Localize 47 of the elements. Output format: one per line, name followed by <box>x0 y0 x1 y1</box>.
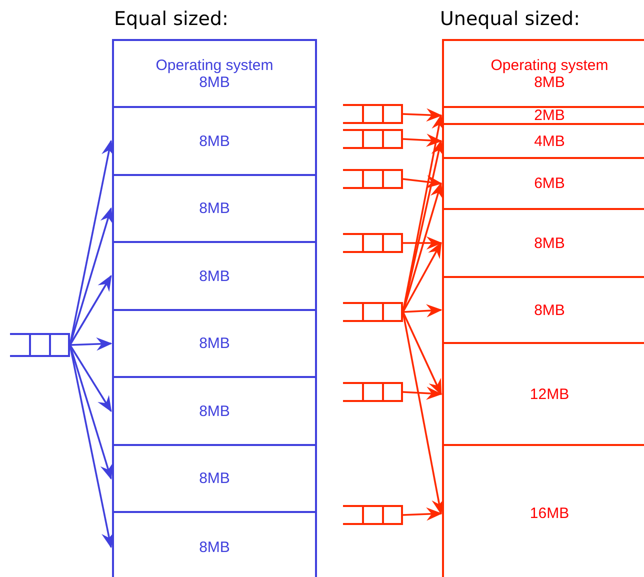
partition-label: 8MB <box>534 234 565 252</box>
arrow <box>402 507 442 521</box>
memory-partition <box>442 39 644 108</box>
arrow <box>403 236 442 250</box>
queue-icon <box>343 233 403 253</box>
partition-label: 8MB <box>199 538 230 556</box>
partition-label: 8MB <box>199 132 230 150</box>
arrow <box>402 304 442 318</box>
partition-label: 8MB <box>534 302 565 318</box>
queue-icon <box>343 505 403 525</box>
queue-icon <box>343 302 403 322</box>
partition-label: 16MB <box>530 505 570 522</box>
memory-partition <box>112 241 317 311</box>
column-heading: Equal sized: <box>114 8 228 30</box>
arrow <box>69 344 112 412</box>
partition-label: Operating system 8MB <box>154 56 274 90</box>
column-heading: Unequal sized: <box>440 8 580 30</box>
queue-icon <box>343 382 403 402</box>
arrow <box>402 312 442 396</box>
memory-partition <box>112 444 317 513</box>
partition-label: 8MB <box>199 402 230 420</box>
partition-label: 8MB <box>199 470 230 487</box>
partition-label: 2MB <box>534 107 565 124</box>
partition-label: 4MB <box>534 132 565 150</box>
partition-label: 8MB <box>199 268 230 284</box>
arrow <box>70 337 112 351</box>
arrow <box>402 242 442 312</box>
partition-label: 8MB <box>199 200 230 217</box>
queue-icon <box>10 333 70 357</box>
arrow <box>402 175 442 188</box>
memory-partition <box>112 106 317 176</box>
arrow <box>69 274 112 346</box>
queue-icon <box>343 104 403 124</box>
memory-partition <box>112 309 317 378</box>
arrow <box>402 108 442 122</box>
memory-partition <box>112 39 317 108</box>
memory-partition <box>112 511 317 577</box>
partition-label: 12MB <box>530 386 570 402</box>
partition-label: 8MB <box>199 335 230 352</box>
partition-label: 6MB <box>534 175 565 192</box>
memory-partition <box>112 376 317 446</box>
queue-icon <box>343 169 403 189</box>
partition-label: Operating system 8MB <box>490 56 610 90</box>
arrow <box>402 134 442 147</box>
queue-icon <box>343 129 403 149</box>
arrow <box>402 386 442 400</box>
memory-partition <box>112 174 317 243</box>
